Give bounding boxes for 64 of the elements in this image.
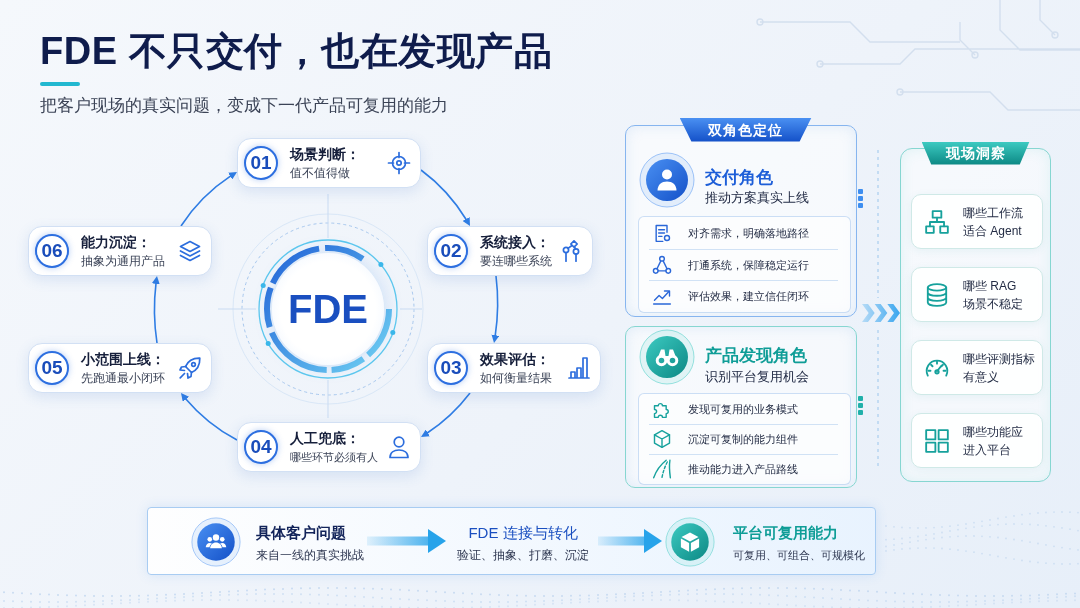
flow-subtitle: 来自一线的真实挑战 bbox=[256, 548, 364, 563]
list-item: 评估效果，建立信任闭环 bbox=[688, 289, 809, 304]
arrow bbox=[152, 275, 161, 344]
flow-title: FDE 连接与转化 bbox=[468, 523, 578, 543]
list-item: 打通系统，保障稳定运行 bbox=[688, 258, 809, 273]
list-box bbox=[638, 393, 851, 485]
role-title: 交付角色 bbox=[705, 167, 773, 189]
step-title: 场景判断： bbox=[290, 145, 360, 163]
insight-card bbox=[911, 194, 1043, 249]
list-item: 沉淀可复制的能力组件 bbox=[688, 432, 798, 447]
step-title: 效果评估： bbox=[480, 350, 550, 368]
insight-card bbox=[911, 340, 1043, 395]
number-badge: 01 bbox=[244, 146, 278, 180]
block-arrow bbox=[598, 529, 662, 553]
number-badge: 05 bbox=[35, 351, 69, 385]
list-box bbox=[638, 216, 851, 313]
insight-card bbox=[911, 413, 1043, 468]
arrow bbox=[420, 392, 471, 438]
arrow bbox=[491, 275, 500, 344]
page-title: FDE 不只交付，也在发现产品 bbox=[40, 29, 553, 74]
step-title: 人工兜底： bbox=[290, 429, 360, 447]
number-badge: 02 bbox=[434, 234, 468, 268]
list-item: 对齐需求，明确落地路径 bbox=[688, 226, 809, 241]
step-subtitle: 值不值得做 bbox=[290, 166, 350, 181]
step-title: 系统接入： bbox=[480, 233, 550, 251]
role-subtitle: 识别平台复用机会 bbox=[705, 369, 809, 385]
step-title: 小范围上线： bbox=[81, 350, 165, 368]
flow-subtitle: 可复用、可组合、可规模化 bbox=[733, 548, 865, 563]
list-item: 推动能力进入产品路线 bbox=[688, 462, 798, 477]
insight-text: 哪些 RAG 场景不稳定 bbox=[963, 277, 1024, 313]
hub-label: FDE bbox=[288, 287, 368, 331]
arrow bbox=[180, 392, 238, 441]
step-card bbox=[237, 138, 421, 188]
step-card bbox=[28, 343, 212, 393]
insight-card bbox=[911, 267, 1043, 322]
flow-title: 具体客户问题 bbox=[256, 523, 346, 543]
flow-title: 平台可复用能力 bbox=[733, 523, 838, 543]
step-subtitle: 哪些环节必须有人 bbox=[290, 450, 378, 465]
arrow bbox=[420, 169, 471, 227]
chevron-arrow bbox=[862, 304, 900, 322]
number-badge: 04 bbox=[244, 430, 278, 464]
step-title: 能力沉淀： bbox=[81, 233, 151, 251]
arrow bbox=[180, 171, 238, 227]
insight-text: 哪些评测指标有意义 bbox=[963, 350, 1036, 386]
step-subtitle: 抽象为通用产品 bbox=[81, 254, 165, 269]
insight-text: 哪些功能应进入平台 bbox=[963, 423, 1024, 459]
block-arrow bbox=[367, 529, 446, 553]
step-subtitle: 要连哪些系统 bbox=[480, 254, 552, 269]
number-badge: 03 bbox=[434, 351, 468, 385]
role-panel bbox=[625, 326, 857, 488]
step-subtitle: 先跑通最小闭环 bbox=[81, 371, 165, 386]
step-card bbox=[427, 226, 593, 276]
step-subtitle: 如何衡量结果 bbox=[480, 371, 552, 386]
number-badge: 06 bbox=[35, 234, 69, 268]
role-subtitle: 推动方案真实上线 bbox=[705, 190, 809, 206]
list-item: 发现可复用的业务模式 bbox=[688, 402, 798, 417]
step-card bbox=[237, 422, 421, 472]
flow-subtitle: 验证、抽象、打磨、沉淀 bbox=[457, 548, 589, 563]
step-card bbox=[427, 343, 601, 393]
flow-band bbox=[147, 507, 876, 575]
role-title: 产品发现角色 bbox=[705, 345, 807, 367]
subtitle: 把客户现场的真实问题，变成下一代产品可复用的能力 bbox=[40, 95, 448, 116]
insight-text: 哪些工作流适合 Agent bbox=[963, 204, 1024, 240]
step-card bbox=[28, 226, 212, 276]
